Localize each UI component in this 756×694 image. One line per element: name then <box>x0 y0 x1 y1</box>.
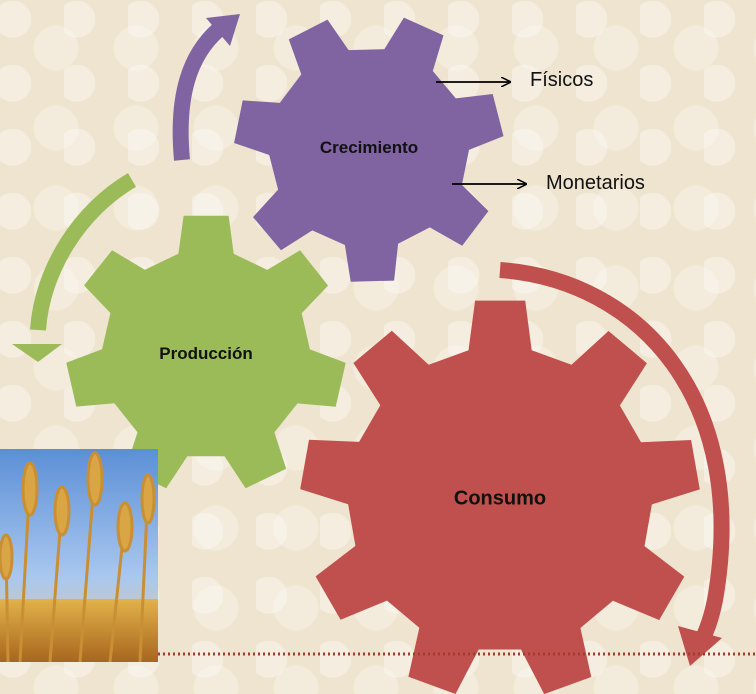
gear-produccion <box>66 215 346 489</box>
gear-label-consumo: Consumo <box>453 487 547 510</box>
wheat-photo <box>0 449 158 662</box>
arrow-to-crecimiento <box>172 14 240 161</box>
wheat-image <box>0 449 158 662</box>
label-fisicos: Físicos <box>530 69 594 91</box>
gear-label-crecimiento: Crecimiento <box>319 138 419 157</box>
arrow-to-produccion <box>12 173 137 362</box>
label-monetarios: Monetarios <box>546 172 645 194</box>
gear-crecimiento <box>234 17 504 282</box>
gear-label-produccion: Producción <box>159 344 253 363</box>
gear-consumo <box>300 300 700 694</box>
arrow-to-consumo <box>499 262 730 666</box>
